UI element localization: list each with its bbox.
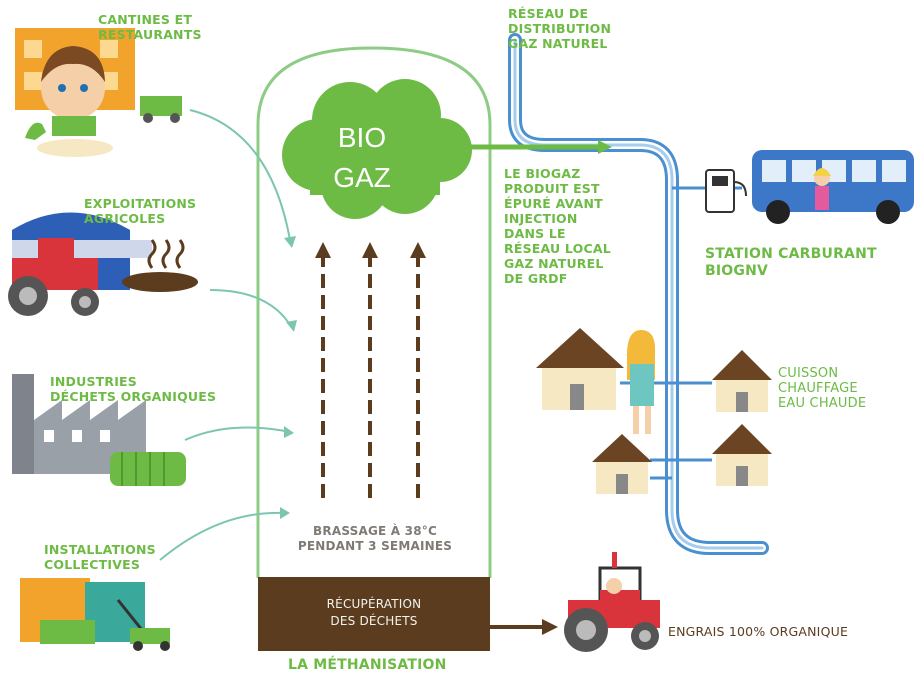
biogas-outflow-arrow (455, 140, 612, 154)
house-right-bottom (712, 424, 772, 486)
gas-station-pump-icon (705, 169, 747, 213)
house-right-top (712, 350, 772, 412)
arrow-heads (315, 242, 426, 258)
recuperation-box (258, 577, 490, 651)
house-middle (592, 434, 652, 494)
label-injection: LE BIOGAZ PRODUIT EST ÉPURÉ AVANT INJECT… (504, 166, 611, 286)
fertilizer-arrow (490, 619, 558, 635)
cloud-text-line1: BIO (338, 122, 386, 153)
label-exploitations: EXPLOITATIONS AGRICOLES (84, 196, 197, 226)
label-engrais: ENGRAIS 100% ORGANIQUE (668, 624, 849, 639)
input-flow-curves (159, 109, 293, 561)
rising-gas-arrows (321, 255, 420, 498)
label-station: STATION CARBURANT BIOGNV (705, 246, 877, 279)
factory-illustration (12, 374, 186, 486)
digester-silo (256, 46, 492, 651)
child-face (41, 56, 105, 120)
label-industries: INDUSTRIES DÉCHETS ORGANIQUES (50, 374, 217, 404)
woman-figure (627, 330, 656, 434)
tractor-illustration (564, 552, 660, 652)
label-usages: CUISSON CHAUFFAGE EAU CHAUDE (778, 366, 867, 411)
house-large (536, 328, 624, 410)
farm-illustration (8, 212, 198, 316)
canteen-illustration (15, 28, 182, 157)
label-cantines: CANTINES ET RESTAURANTS (98, 12, 202, 42)
flow-arrow-heads (280, 236, 297, 519)
collective-illustration (20, 578, 170, 651)
label-installations: INSTALLATIONS COLLECTIVES (44, 542, 156, 572)
label-methanisation: LA MÉTHANISATION (288, 657, 447, 673)
gas-network-pipe (508, 33, 769, 555)
label-brassage: BRASSAGE À 38°C PENDANT 3 SEMAINES (297, 524, 453, 553)
label-reseau: RÉSEAU DE DISTRIBUTION GAZ NATUREL (508, 6, 612, 51)
cloud-text-line2: GAZ (333, 162, 391, 193)
label-recuperation: RÉCUPÉRATION DES DÉCHETS (326, 597, 422, 628)
bus-illustration (752, 150, 914, 224)
biogas-cloud: BIO GAZ (282, 79, 472, 219)
